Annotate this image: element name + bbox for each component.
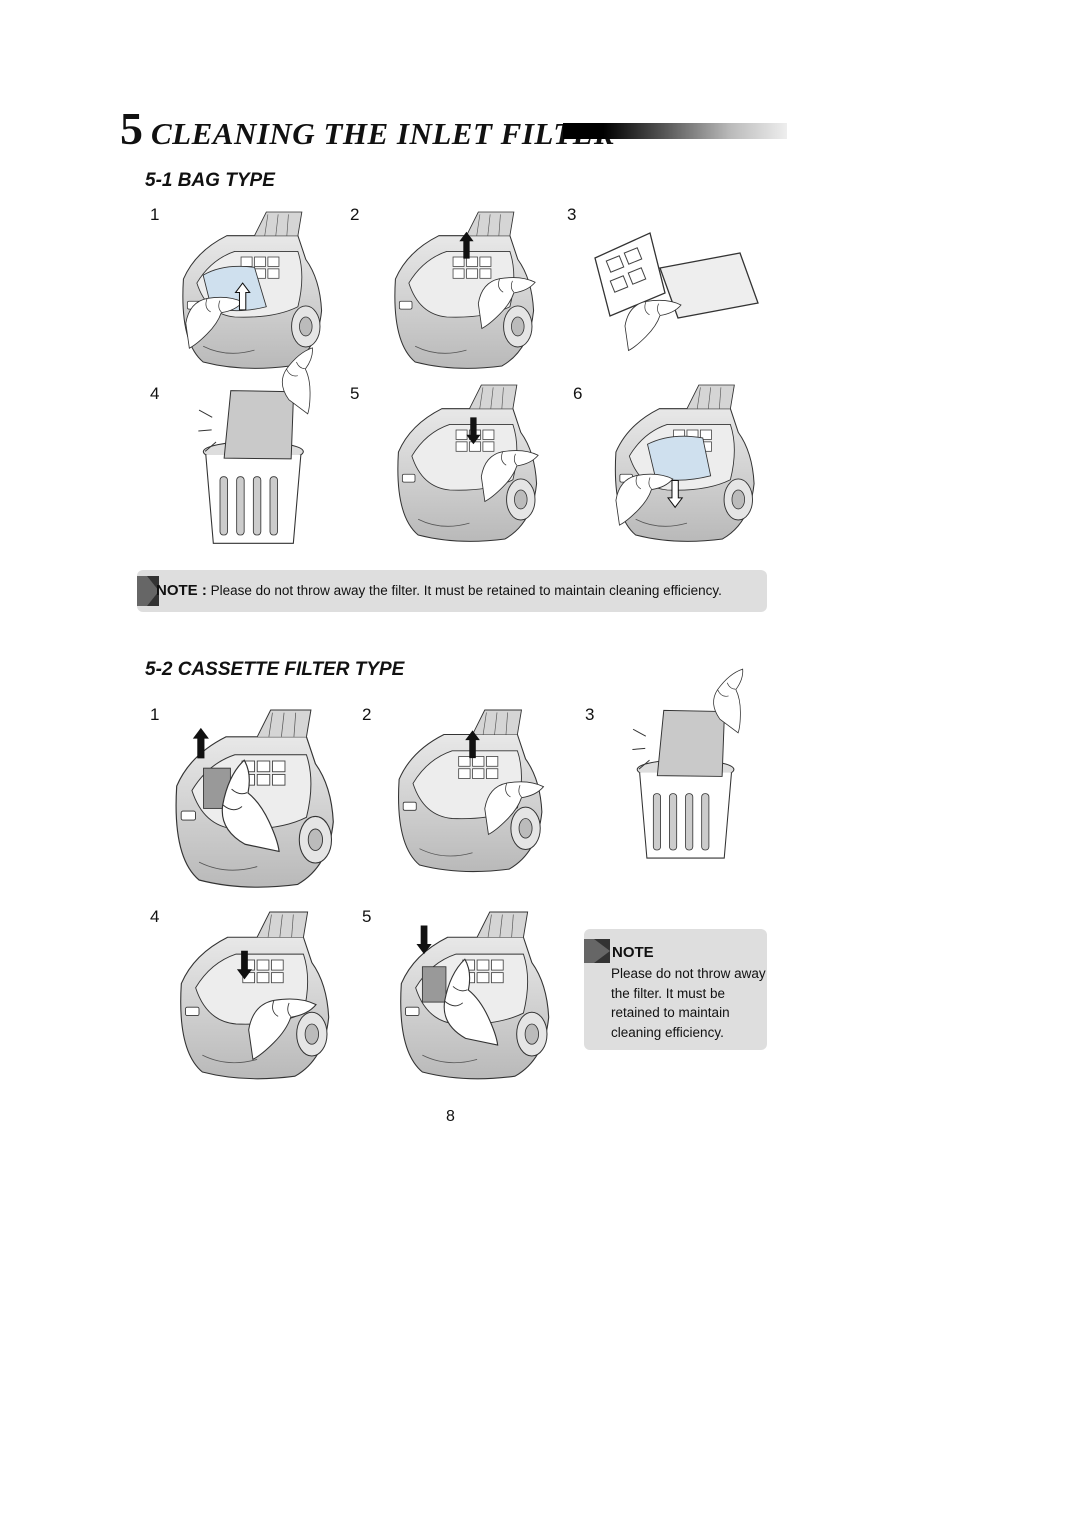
note-bar-text: NOTE : Please do not throw away the filt… bbox=[156, 582, 722, 599]
bag-step-3-illustration bbox=[594, 232, 759, 351]
cassette-type-heading: 5-2 CASSETTE FILTER TYPE bbox=[145, 659, 405, 680]
cassette-step-number: 5 bbox=[362, 907, 372, 926]
bag-step-1-illustration bbox=[182, 211, 323, 369]
bag-step-number: 4 bbox=[150, 384, 160, 403]
cassette-step-number: 2 bbox=[362, 705, 372, 724]
bag-step-2-illustration bbox=[394, 211, 536, 369]
note-bar: NOTE : Please do not throw away the filt… bbox=[137, 570, 767, 612]
bag-step-5-illustration bbox=[397, 384, 539, 542]
bag-step-6-illustration bbox=[614, 384, 755, 542]
bag-step-4-illustration bbox=[194, 344, 344, 544]
cassette-step-4-illustration bbox=[180, 911, 330, 1080]
cassette-step-5-illustration bbox=[400, 911, 550, 1080]
note-bar-label: NOTE : bbox=[156, 582, 207, 599]
bag-step-number: 5 bbox=[350, 384, 360, 403]
page-number: 8 bbox=[446, 1108, 455, 1125]
section-title: 5 CLEANING THE INLET FILTER bbox=[120, 106, 615, 152]
bag-step-number: 3 bbox=[567, 205, 577, 224]
cassette-step-2-illustration bbox=[398, 709, 544, 873]
bag-step-number: 1 bbox=[150, 205, 160, 224]
bag-type-heading: 5-1 BAG TYPE bbox=[145, 170, 275, 191]
cassette-step-number: 4 bbox=[150, 907, 160, 926]
note-box-tab-shape bbox=[584, 939, 610, 963]
section-number: 5 bbox=[120, 103, 143, 154]
cassette-step-3-illustration bbox=[628, 665, 773, 859]
section-heading: CLEANING THE INLET FILTER bbox=[151, 116, 616, 151]
bag-step-number: 6 bbox=[573, 384, 583, 403]
title-gradient-bar bbox=[563, 123, 787, 139]
note-box: NOTE Please do not throw away the filter… bbox=[584, 929, 767, 1050]
cassette-step-number: 1 bbox=[150, 705, 160, 724]
cassette-step-number: 3 bbox=[585, 705, 595, 724]
note-box-label: NOTE bbox=[612, 944, 654, 961]
bag-step-number: 2 bbox=[350, 205, 360, 224]
note-bar-message: Please do not throw away the filter. It … bbox=[210, 583, 722, 598]
note-box-text: Please do not throw away the filter. It … bbox=[611, 966, 766, 1040]
note-tab-shape bbox=[137, 576, 159, 606]
cassette-step-1-illustration bbox=[175, 709, 334, 888]
